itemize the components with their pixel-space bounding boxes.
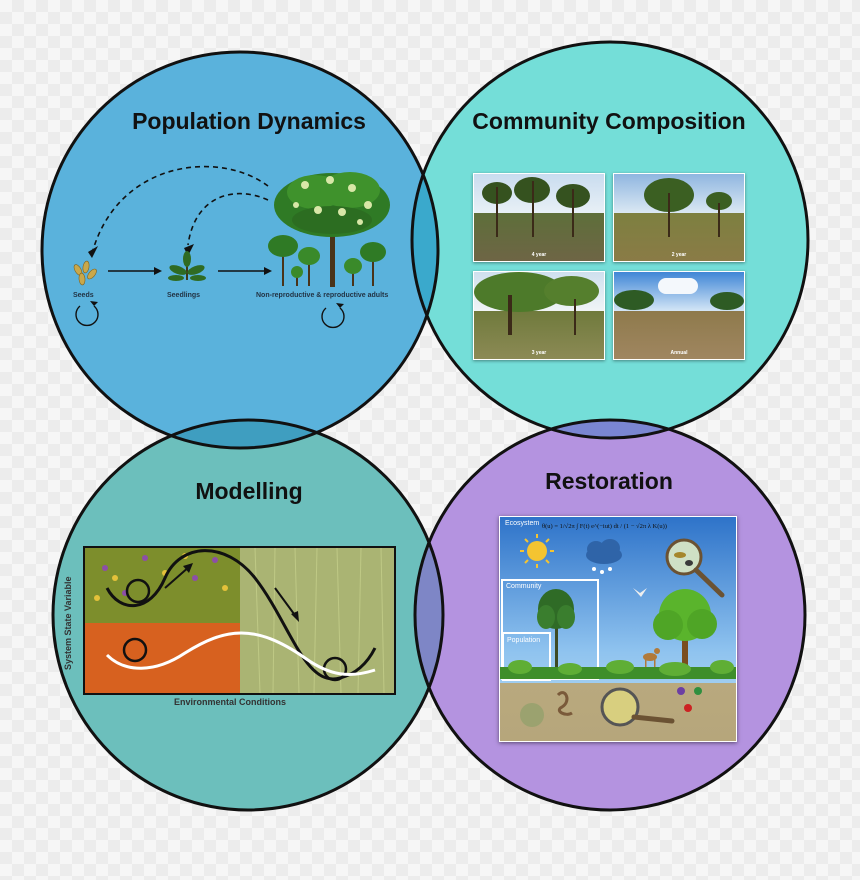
community-photo-1: 4 year <box>473 173 605 262</box>
level-label-population: Population <box>507 637 541 644</box>
soil-magnifier-icon <box>600 687 675 727</box>
bead-purple <box>677 687 685 695</box>
photo-caption: 3 year <box>531 350 547 356</box>
microbe-icon <box>520 703 544 727</box>
tree-icon <box>653 589 717 675</box>
bird-icon <box>633 588 647 597</box>
stage-label-seedlings: Seedlings <box>167 292 201 299</box>
photo-caption: 2 year <box>671 252 687 258</box>
community-photo-2: 2 year <box>613 173 745 262</box>
bead-red <box>684 704 692 712</box>
sun-icon <box>520 534 554 568</box>
community-circle <box>412 42 808 438</box>
palm-tree-icon <box>537 589 575 677</box>
rain-cloud-icon <box>586 539 622 574</box>
x-axis-label: Environmental Conditions <box>174 697 287 707</box>
modelling-title: Modelling <box>195 478 303 504</box>
magnifier-insects-icon <box>665 538 725 598</box>
worm-icon <box>556 691 573 716</box>
seedling-icon <box>168 251 206 281</box>
stage-label-adults: Non-reproductive & reproductive adults <box>256 292 389 299</box>
y-axis-label: System State Variable <box>63 576 73 670</box>
level-label-community: Community <box>506 583 542 590</box>
restoration-title: Restoration <box>545 468 673 494</box>
level-label-ecosystem: Ecosystem <box>505 520 540 527</box>
seeds-icon <box>73 260 97 286</box>
community-title: Community Composition <box>472 108 746 134</box>
community-photo-4: Annual <box>613 271 745 360</box>
adult-trees-icon <box>268 172 390 287</box>
population-circle <box>42 52 438 448</box>
stability-landscape-panel <box>83 546 396 695</box>
photo-caption: Annual <box>670 350 688 356</box>
stage-label-seeds: Seeds <box>73 292 94 299</box>
restoration-panel: Ecosystem θ(u) = 1/√2π ∫ F(t) e^(−iut) d… <box>499 516 737 742</box>
population-title: Population Dynamics <box>132 108 366 134</box>
community-photo-3: 3 year <box>473 271 605 360</box>
equation: θ(u) = 1/√2π ∫ F(t) e^(−iut) dt / (1 − √… <box>542 523 667 530</box>
life-cycle-diagram <box>73 165 390 329</box>
bead-green <box>694 687 702 695</box>
photo-caption: 4 year <box>531 252 547 258</box>
population-box <box>502 632 551 681</box>
self-loop-icons <box>75 305 345 329</box>
deer-icon <box>643 648 660 668</box>
